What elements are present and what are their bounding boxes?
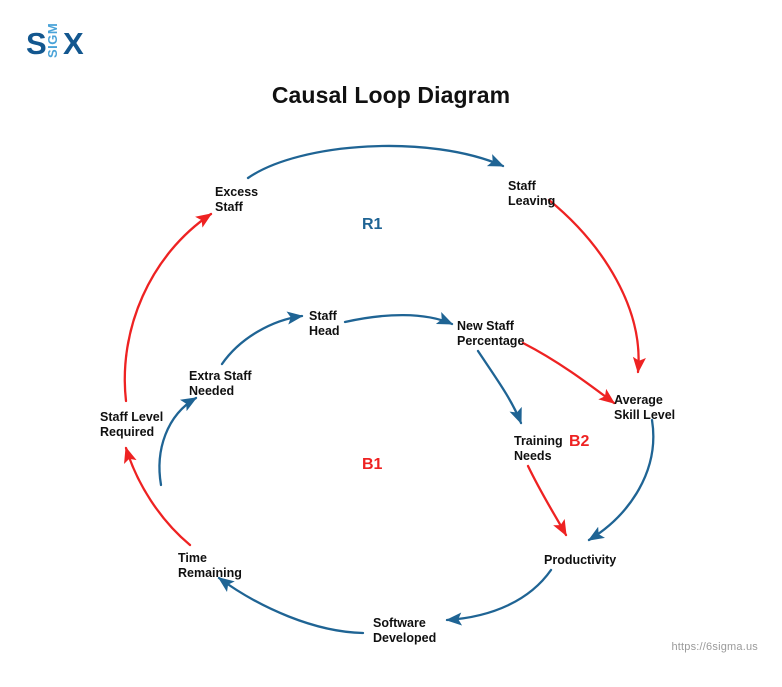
node-new-staff-percentage[interactable]: New Staff Percentage xyxy=(457,319,525,348)
link-excess-staff-to-staff-leaving xyxy=(246,144,505,180)
node-staff-level-required[interactable]: Staff Level Required xyxy=(100,410,164,439)
loop-label-b1: B1 xyxy=(362,456,383,473)
link-software-developed-to-time-remaining xyxy=(217,576,365,635)
link-staff-level-required-to-extra-staff-needed xyxy=(158,396,198,487)
link-average-skill-level-to-productivity xyxy=(587,418,655,542)
footer-url[interactable]: https://6sigma.us xyxy=(671,641,758,653)
six-sigma-logo-svg: S X SIGMA xyxy=(26,13,84,61)
link-time-remaining-to-staff-level-required xyxy=(124,446,192,547)
link-new-staff-percentage-to-training-needs xyxy=(476,349,523,425)
node-staff-head[interactable]: Staff Head xyxy=(309,309,340,338)
link-productivity-to-software-developed xyxy=(445,568,553,626)
link-extra-staff-needed-to-staff-head xyxy=(220,311,304,366)
loop-label-r1: R1 xyxy=(362,216,383,233)
logo-letter-s: S xyxy=(26,26,47,61)
node-average-skill-level[interactable]: Average Skill Level xyxy=(614,393,676,422)
node-excess-staff[interactable]: Excess Staff xyxy=(215,185,259,214)
node-staff-leaving[interactable]: Staff Leaving xyxy=(508,179,556,208)
link-staff-leaving-to-average-skill-level xyxy=(547,198,646,374)
six-sigma-logo: S X SIGMA xyxy=(26,13,96,64)
link-staff-head-to-new-staff-percentage xyxy=(343,312,454,326)
node-time-remaining[interactable]: Time Remaining xyxy=(178,551,242,580)
loop-label-b2: B2 xyxy=(569,433,590,450)
link-new-staff-percentage-to-average-skill-level xyxy=(521,341,616,405)
link-training-needs-to-productivity xyxy=(526,464,568,537)
logo-letter-x: X xyxy=(63,26,84,61)
link-staff-level-required-to-excess-staff xyxy=(123,212,213,403)
node-productivity[interactable]: Productivity xyxy=(544,553,617,567)
logo-sigma-vertical: SIGMA xyxy=(45,13,60,58)
logo-sigma-text: SIGMA xyxy=(45,24,60,58)
node-training-needs[interactable]: Training Needs xyxy=(514,434,563,463)
node-extra-staff-needed[interactable]: Extra Staff Needed xyxy=(189,369,252,398)
node-software-developed[interactable]: Software Developed xyxy=(373,616,437,645)
page-title: Causal Loop Diagram xyxy=(271,82,511,108)
